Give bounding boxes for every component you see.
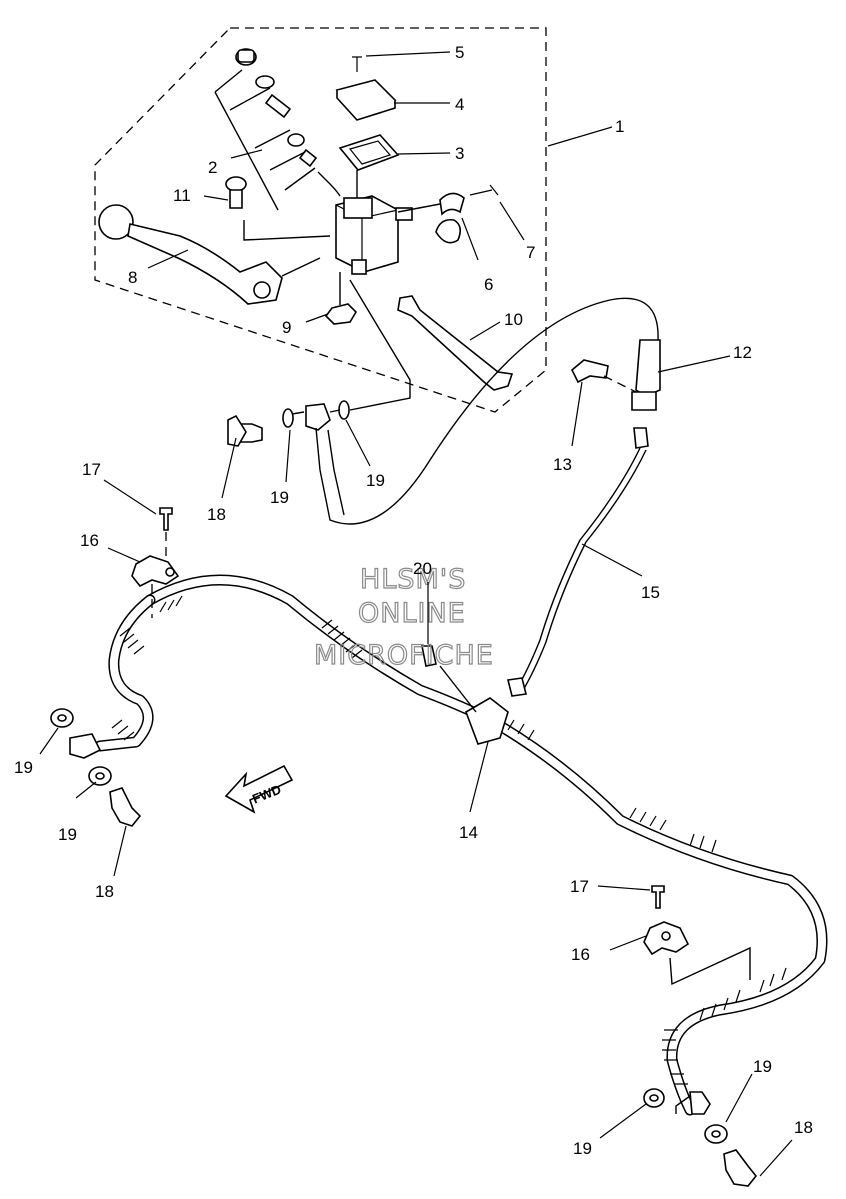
hose-clamp-lower xyxy=(643,885,751,986)
watermark-line-3: MICROFICHE xyxy=(314,640,494,671)
callout-18-upper: 18 xyxy=(207,505,226,524)
watermark-line-2: ONLINE xyxy=(358,598,466,629)
callout-16-lower: 16 xyxy=(571,945,590,964)
leader-lines xyxy=(39,51,793,1177)
callout-8: 8 xyxy=(128,268,137,287)
copper-washers xyxy=(50,708,728,1144)
hose-clamp-upper xyxy=(131,507,180,618)
hose-joint-fitting xyxy=(631,339,661,411)
reservoir-cap-parts xyxy=(335,56,400,171)
upper-brake-hose xyxy=(315,297,659,525)
hose-joint-block xyxy=(465,697,509,745)
callout-19-b: 19 xyxy=(366,471,385,490)
assembly-boundary xyxy=(94,27,547,413)
brake-lever xyxy=(98,176,358,325)
callout-4: 4 xyxy=(455,95,464,114)
banjo-bolts-lower xyxy=(109,787,758,1187)
banjo-fittings-upper xyxy=(227,279,411,447)
callout-16-upper: 16 xyxy=(80,531,99,550)
master-cylinder-body xyxy=(335,170,441,275)
clamp-parts xyxy=(435,184,499,244)
watermark-line-1: HLSM'S xyxy=(360,564,466,595)
callout-7: 7 xyxy=(526,243,535,262)
callout-19-d: 19 xyxy=(58,825,77,844)
watermark: HLSM'S ONLINE MICROFICHE xyxy=(313,563,494,671)
callout-18-left: 18 xyxy=(95,882,114,901)
brake-pipe xyxy=(507,427,649,697)
callout-11: 11 xyxy=(173,186,191,205)
callout-20: 20 xyxy=(413,559,432,578)
callout-10: 10 xyxy=(504,310,523,329)
callout-2: 2 xyxy=(208,158,217,177)
callout-17-upper: 17 xyxy=(82,460,101,479)
callout-1: 1 xyxy=(615,117,624,136)
callout-6: 6 xyxy=(484,275,493,294)
brake-switch xyxy=(397,295,514,391)
forward-direction-arrow: FWD xyxy=(224,764,294,814)
callout-19-f: 19 xyxy=(753,1057,772,1076)
callout-18-right: 18 xyxy=(794,1118,813,1137)
hose-coil-guards xyxy=(111,595,787,1085)
piston-kit-parts xyxy=(214,48,341,211)
bracket xyxy=(571,359,609,384)
callout-13: 13 xyxy=(553,455,572,474)
callout-3: 3 xyxy=(455,144,464,163)
callout-19-e: 19 xyxy=(573,1139,592,1158)
callout-19-c: 19 xyxy=(14,758,33,777)
callout-labels: 1 2 3 4 5 6 7 8 9 10 11 12 13 14 15 16 1… xyxy=(14,43,813,1158)
callout-14: 14 xyxy=(459,823,478,842)
callout-5: 5 xyxy=(455,43,464,62)
callout-19-a: 19 xyxy=(270,488,289,507)
callout-15: 15 xyxy=(641,583,660,602)
callout-9: 9 xyxy=(282,318,291,337)
callout-12: 12 xyxy=(733,343,752,362)
callout-17-lower: 17 xyxy=(570,877,589,896)
